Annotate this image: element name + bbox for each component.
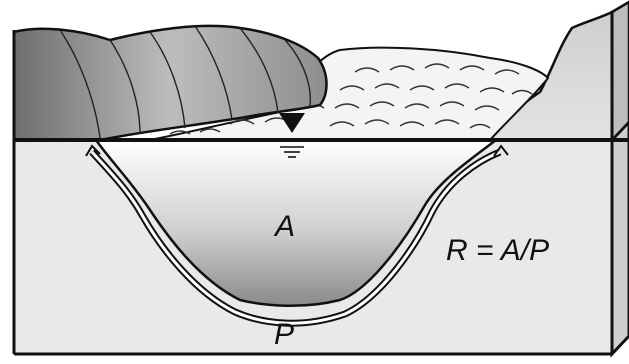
right-bank-side <box>612 2 629 140</box>
block-side-face <box>612 122 629 354</box>
hydraulic-radius-formula: R = A/P <box>446 234 549 267</box>
perimeter-label: P <box>274 318 294 351</box>
area-label: A <box>273 210 295 243</box>
